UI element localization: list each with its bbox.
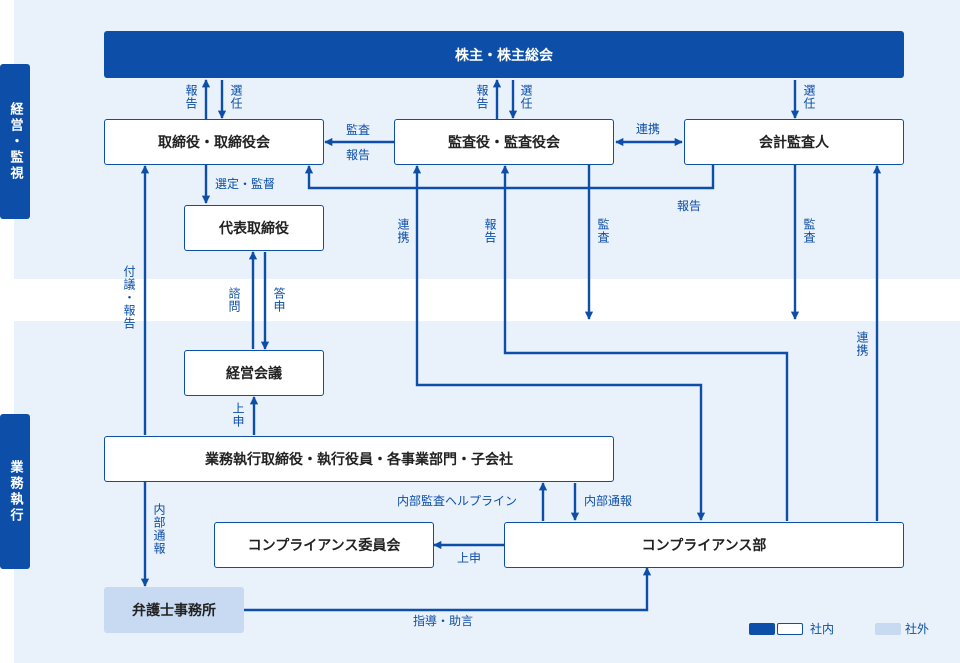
auditors-node: 監査役・監査役会	[394, 119, 614, 165]
accounting-board-report	[304, 165, 715, 190]
auditors-compliance-cooperate	[412, 165, 706, 521]
accounting-audit-label: 監査	[802, 218, 816, 244]
board-elect-label: 選任	[229, 84, 243, 110]
helpline-label: 内部監査ヘルプライン	[397, 494, 518, 508]
cooperate-right-label: 連携	[855, 331, 869, 357]
auditors-report-label: 報告	[475, 84, 489, 110]
compliance-dept-node: コンプライアンス部	[504, 522, 904, 568]
submit-report-label: 付議・報告	[122, 265, 136, 330]
legend-internal-swatch-filled	[749, 623, 775, 635]
accounting-report-label: 報告	[677, 199, 702, 213]
auditors-audit-label: 監査	[596, 218, 610, 244]
ceo-node: 代表取締役	[184, 205, 324, 251]
guidance-label: 指導・助言	[413, 614, 474, 628]
law-firm-node: 弁護士事務所	[104, 587, 244, 633]
report-compliance-label: 報告	[483, 218, 497, 244]
board-node: 取締役・取締役会	[104, 119, 324, 165]
business-execution-node: 業務執行取締役・執行役員・各事業部門・子会社	[104, 436, 614, 482]
audit-to-board-label: 監査	[346, 123, 371, 137]
shareholders-node: 株主・株主総会	[104, 31, 904, 78]
legend-internal-label: 社内	[810, 622, 835, 636]
internal-report-law-label: 内部通報	[152, 503, 166, 555]
accounting-auditor-node: 会計監査人	[684, 119, 904, 165]
appoint-supervise-label: 選定・監督	[215, 177, 276, 191]
auditors-accounting-cooperate-label: 連携	[636, 122, 661, 136]
compliance-committee-node: コンプライアンス委員会	[214, 522, 434, 568]
answer-label: 答申	[272, 287, 286, 313]
legend-external-swatch	[875, 623, 901, 635]
report-to-auditors-label: 報告	[346, 148, 371, 162]
propose-vertical-label: 上申	[231, 402, 245, 428]
propose-horizontal-label: 上申	[457, 551, 482, 565]
accounting-elect-label: 選任	[802, 84, 816, 110]
guidance-arrow	[244, 567, 652, 612]
mgmt-meeting-node: 経営会議	[184, 350, 324, 396]
cooperate-left-label: 連携	[396, 218, 410, 244]
legend-external-label: 社外	[905, 622, 930, 636]
auditors-elect-label: 選任	[519, 84, 533, 110]
execution-section-label: 業務執行	[0, 414, 30, 569]
consult-label: 諮問	[227, 287, 241, 313]
board-report-label: 報告	[184, 84, 198, 110]
internal-report-label: 内部通報	[584, 494, 633, 508]
legend-internal-swatch-outline	[777, 623, 803, 635]
governance-section-label: 経営・監視	[0, 64, 30, 219]
